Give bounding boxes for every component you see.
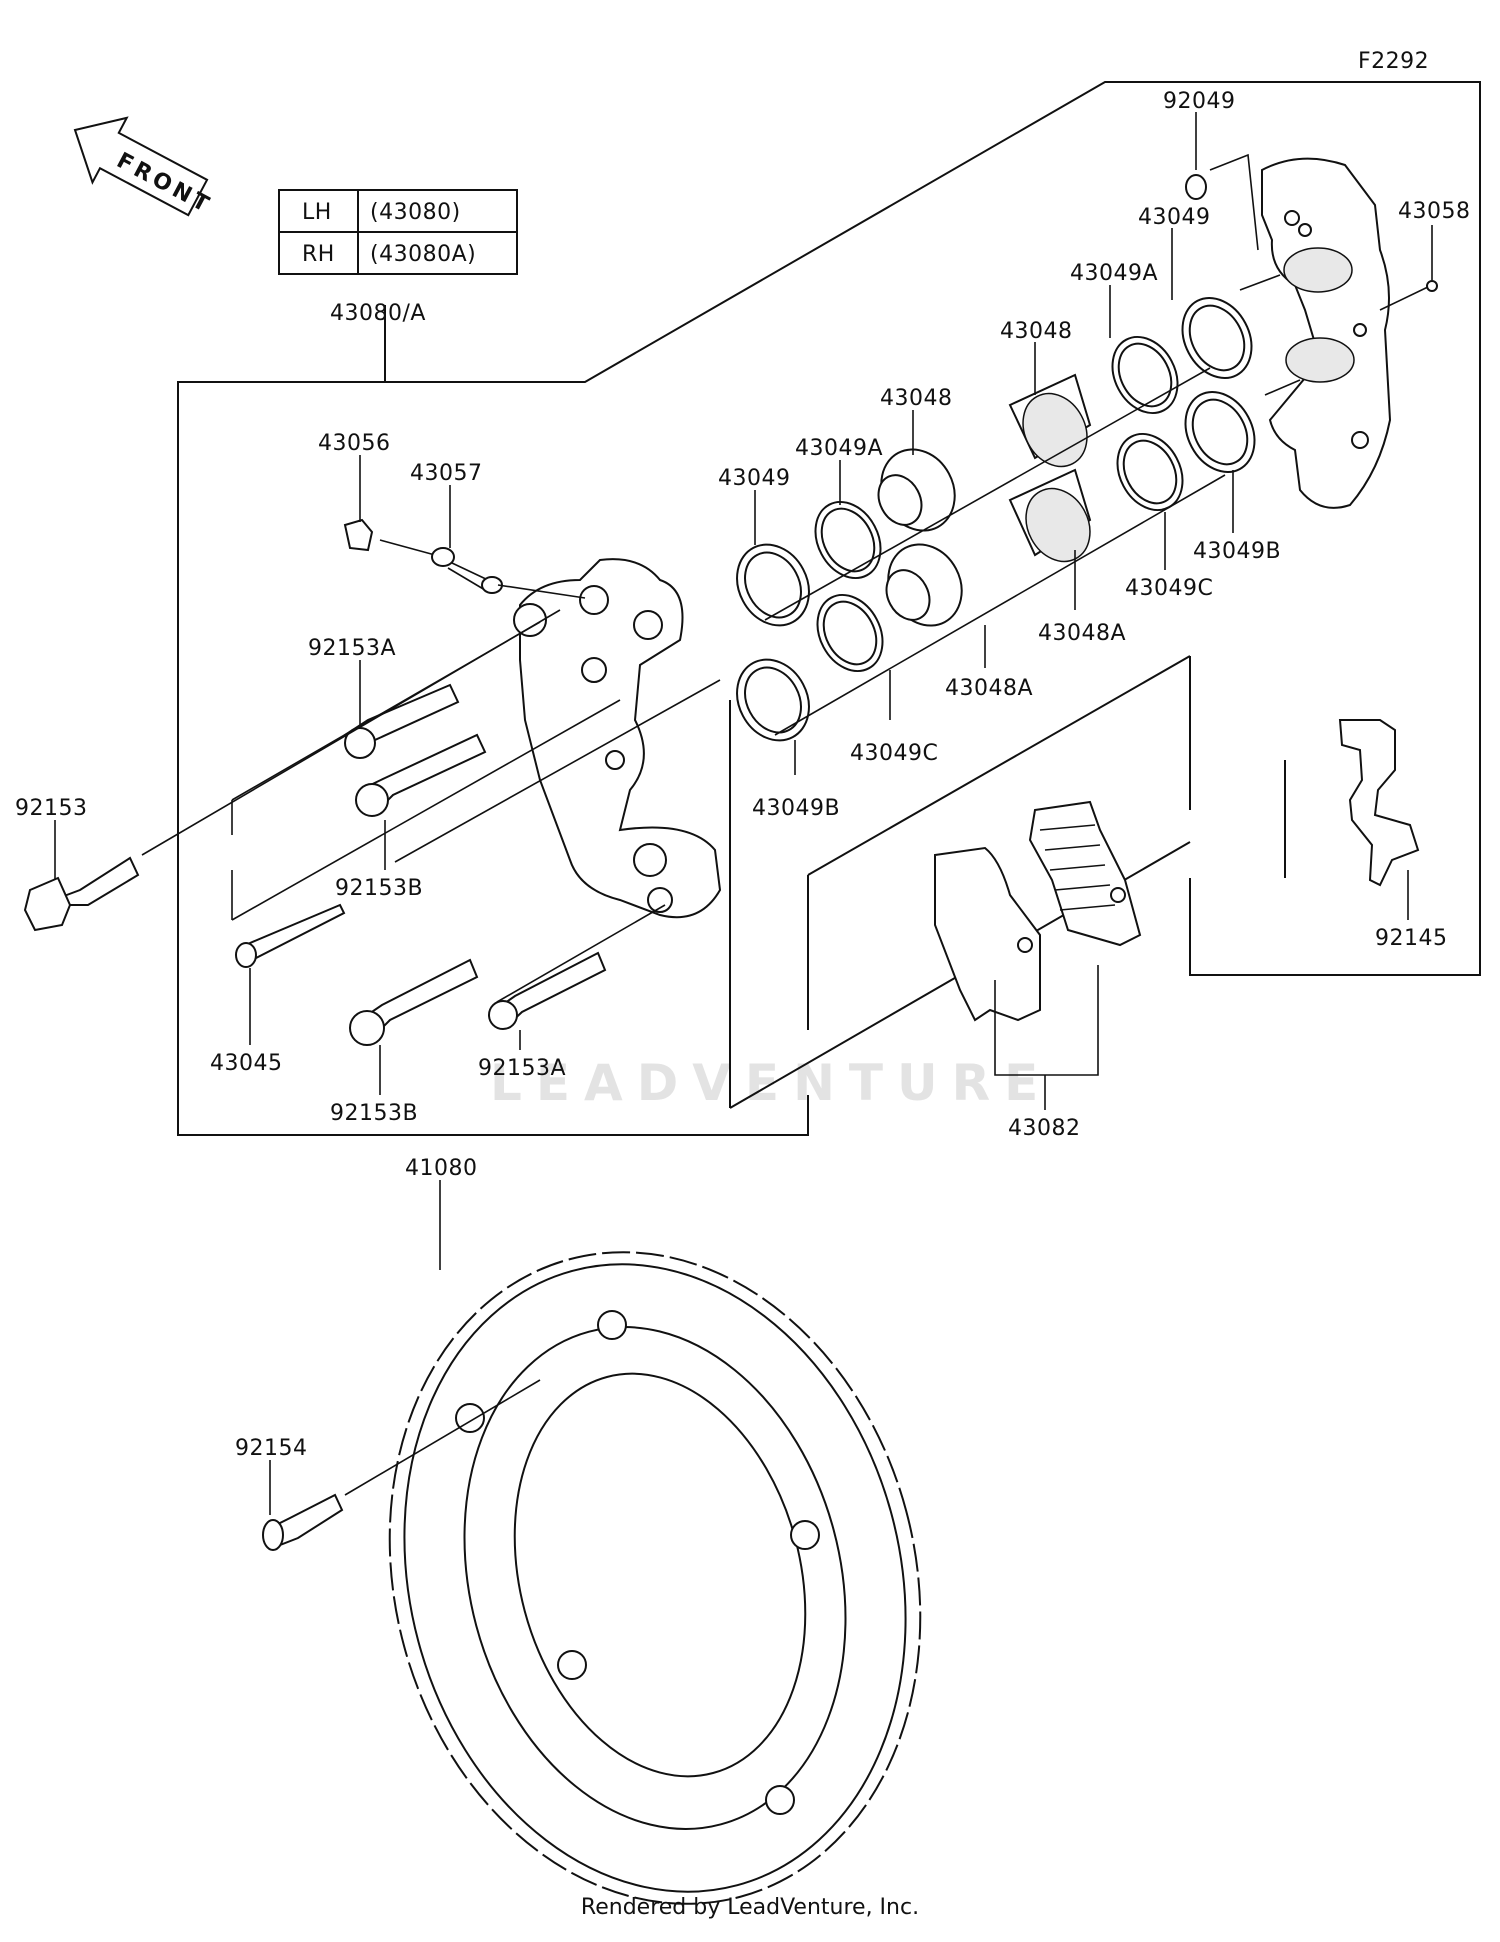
label-43049C-right: 43049C [1125,576,1213,601]
label-92049: 92049 [1163,89,1236,114]
label-92153A-top: 92153A [308,636,396,661]
label-43056: 43056 [318,431,391,456]
label-43049A-mid: 43049A [795,436,883,461]
leaders [754,228,1234,775]
label-43049-mid: 43049 [718,466,791,491]
label-43080A: 43080/A [330,301,426,326]
bolt-92153B-mid [355,733,487,817]
label-92145: 92145 [1375,926,1448,951]
table-side-lh: LH [302,200,332,225]
label-92153: 92153 [15,796,88,821]
part-92145 [1338,719,1420,887]
table-side-rh: RH [302,242,335,267]
bolt-92153A-bot [488,951,607,1030]
label-92153B-bot: 92153B [330,1101,418,1126]
label-43048A-left: 43048A [945,676,1033,701]
caliper-outer-half [1261,157,1392,509]
part-labels: 43080/A 92049 43058 43049 43049A 43048 4… [15,89,1471,1461]
bolt-92153 [23,856,140,932]
render-credit: Rendered by LeadVenture, Inc. [580,1895,920,1920]
bolt-92153B-bot [349,958,479,1046]
label-43049-top: 43049 [1138,205,1211,230]
part-92049 [1185,174,1207,200]
side-table: LH (43080) RH (43080A) [278,189,518,275]
pin-43045 [235,903,346,968]
part-43056 [343,518,374,552]
caliper-inner-half [513,558,722,919]
screw-92154 [262,1493,344,1551]
label-41080: 41080 [405,1156,478,1181]
diagram-code: F2292 [1358,49,1429,74]
label-43058: 43058 [1398,199,1471,224]
label-43057: 43057 [410,461,483,486]
table-part-rh: (43080A) [370,242,476,267]
label-43049C-left: 43049C [850,741,938,766]
part-43057 [431,547,503,594]
label-43045: 43045 [210,1051,283,1076]
label-43049B-left: 43049B [752,796,840,821]
label-43048-mid: 43048 [880,386,953,411]
front-arrow-icon: FRONT [73,116,216,219]
seals-pistons [736,296,1256,742]
part-43058 [1426,280,1438,292]
label-43049B-right: 43049B [1193,539,1281,564]
label-92153B-mid: 92153B [335,876,423,901]
brake-disc-41080 [388,1251,922,1905]
watermark: LEADVENTURE [490,1054,1052,1112]
brake-pads [934,800,1142,1022]
label-43082: 43082 [1008,1116,1081,1141]
table-part-lh: (43080) [370,200,461,225]
label-43049A-top: 43049A [1070,261,1158,286]
label-43048A-right: 43048A [1038,621,1126,646]
label-43048-top: 43048 [1000,319,1073,344]
bolt-92153A-top [343,683,460,759]
label-92153A-bot: 92153A [478,1056,566,1081]
label-92154: 92154 [235,1436,308,1461]
